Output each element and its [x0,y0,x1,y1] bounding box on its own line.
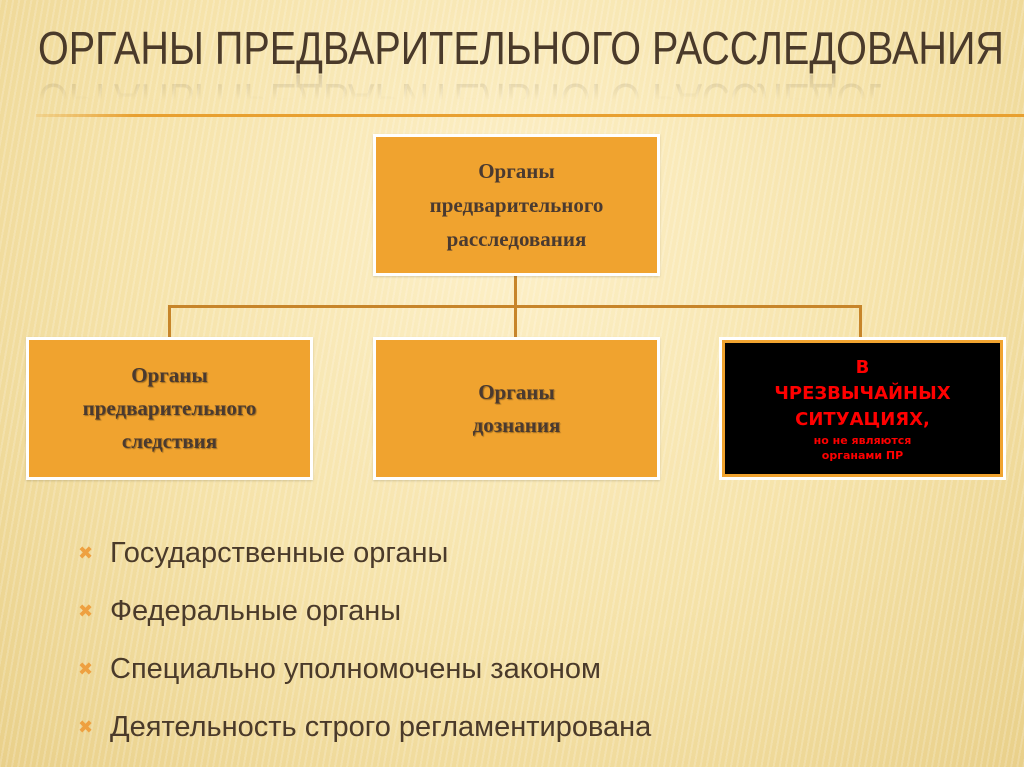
emergency-line: ЧРЕЗВЫЧАЙНЫХ [774,382,951,404]
node-line: следствия [121,429,218,453]
emergency-node-inner: В ЧРЕЗВЫЧАЙНЫХ СИТУАЦИЯХ, но не являются… [725,343,1000,474]
connector-right-down [859,305,862,337]
bullet-item: ✖ Деятельность строго регламентирована [78,698,651,756]
bullet-text: Государственные органы [110,536,449,569]
bullet-text: Специально уполномочены законом [110,652,601,685]
x-mark-icon: ✖ [78,716,94,738]
x-mark-icon: ✖ [78,542,94,564]
connector-left-down [168,305,171,337]
node-line: предварительного [82,396,257,420]
node-inquiry-bodies: Органы дознания [373,337,660,480]
slide-title: ОРГАНЫ ПРЕДВАРИТЕЛЬНОГО РАССЛЕДОВАНИЯ [38,22,1004,74]
bullet-item: ✖ Государственные органы [78,524,651,582]
emergency-line: СИТУАЦИЯХ, [795,408,930,430]
title-underline [36,114,1024,117]
connector-mid-down [514,305,517,337]
bullet-item: ✖ Федеральные органы [78,582,651,640]
node-preliminary-investigation-bodies: Органы предварительного следствия [26,337,313,480]
root-node-line: Органы [478,159,555,183]
emergency-note: но не являются [813,433,912,447]
node-line: Органы [478,379,555,404]
x-mark-icon: ✖ [78,600,94,622]
root-node-line: предварительного [429,193,604,217]
bullet-text: Федеральные органы [110,594,402,627]
bullet-item: ✖ Специально уполномочены законом [78,640,651,698]
x-mark-icon: ✖ [78,658,94,680]
node-line: дознания [472,412,561,437]
root-node-line: расследования [446,227,587,251]
bullet-list: ✖ Государственные органы ✖ Федеральные о… [78,524,651,756]
root-node-preliminary-investigation: Органы предварительного расследования [373,134,660,276]
emergency-note: органами ПР [821,448,904,462]
slide-title-reflection: ОРГАНЫ ПРЕДВАРИТЕЛЬНОГО РАССЛЕДОВАНИЯ [38,74,1004,126]
node-line: Органы [131,363,208,387]
emergency-line: В [855,356,870,378]
bullet-text: Деятельность строго регламентирована [110,710,652,743]
node-emergency-situations: В ЧРЕЗВЫЧАЙНЫХ СИТУАЦИЯХ, но не являются… [719,337,1006,480]
connector-root-down [514,276,517,306]
